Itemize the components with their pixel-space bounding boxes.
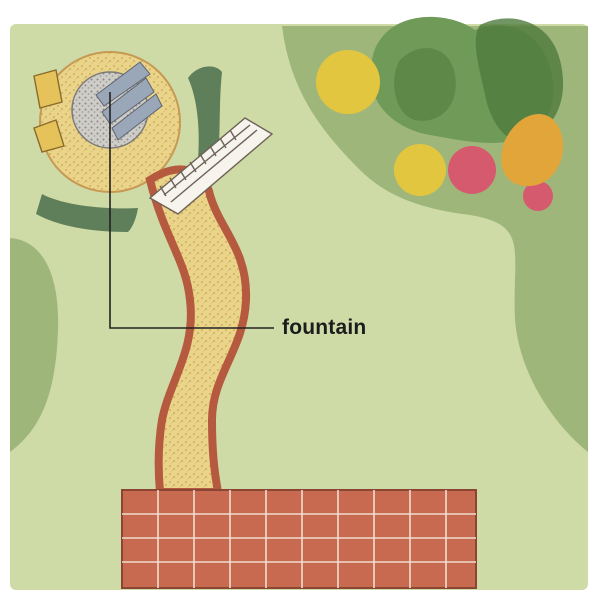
evergreen-shrubs [371,16,564,143]
shrub-bed-left [10,238,59,452]
wooden-bench [148,117,274,215]
garden-chairs [33,69,65,153]
yellow-shrubs [316,50,446,196]
garden-path [145,165,251,496]
pink-shrubs [448,146,553,211]
orange-shrub [501,113,564,187]
brick-patio [121,489,477,589]
fountain-label: fountain [282,316,367,339]
hedge-bottom [36,194,138,232]
fountain-leader-line [109,92,274,329]
